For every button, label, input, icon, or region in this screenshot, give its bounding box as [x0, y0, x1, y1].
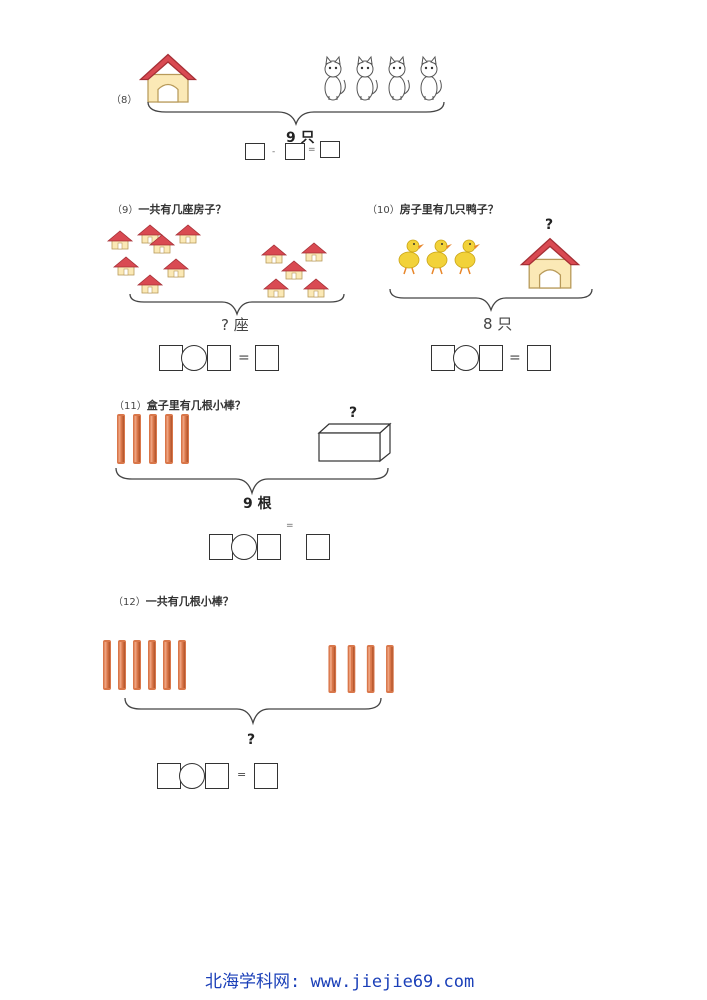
operator-circle[interactable]: [181, 345, 207, 371]
minus-sign: -: [272, 147, 276, 157]
answer-box[interactable]: [285, 143, 305, 160]
problem-12-question: 一共有几根小棒？: [145, 595, 234, 608]
cat-icon: [324, 56, 346, 101]
operator-circle[interactable]: [453, 345, 479, 371]
stick-icon: [366, 645, 375, 693]
answer-box[interactable]: [479, 345, 503, 371]
answer-box[interactable]: [245, 143, 265, 160]
equals-sign: =: [509, 350, 521, 366]
duck-icon: [454, 239, 481, 275]
house-icon: [107, 230, 133, 250]
answer-box[interactable]: [431, 345, 455, 371]
house-icon: [163, 258, 189, 278]
answer-box[interactable]: [209, 534, 233, 560]
problem-10-total: 8 只: [483, 315, 513, 333]
stick-icon: [117, 414, 125, 464]
cat-icon: [420, 56, 442, 101]
problem-8-total: 9 只: [286, 130, 315, 146]
answer-box[interactable]: [306, 534, 330, 560]
problem-10-mark: ?: [545, 217, 554, 233]
answer-box[interactable]: [159, 345, 183, 371]
answer-box[interactable]: [257, 534, 281, 560]
stick-icon: [386, 645, 394, 693]
operator-circle[interactable]: [179, 763, 205, 789]
house-icon: [281, 260, 307, 280]
footer-website[interactable]: 北海学科网: www.jiejie69.com: [205, 972, 475, 992]
house-icon: [301, 242, 327, 262]
stick-icon: [133, 640, 141, 690]
operator-circle[interactable]: [231, 534, 257, 560]
house-icon: [139, 53, 197, 103]
equals-sign: =: [237, 768, 247, 781]
house-icon: [520, 237, 580, 289]
stick-icon: [165, 414, 173, 464]
stick-icon: [133, 414, 141, 464]
problem-10-question: 房子里有几只鸭子？: [399, 203, 499, 216]
stick-icon: [103, 640, 111, 690]
houses-left-group: [107, 224, 201, 294]
house-icon: [113, 256, 139, 276]
answer-box[interactable]: [205, 763, 229, 789]
stick-icon: [347, 645, 356, 693]
brace: [389, 288, 593, 313]
answer-box[interactable]: [157, 763, 181, 789]
answer-box[interactable]: [207, 345, 231, 371]
stick-icon: [178, 640, 186, 690]
sticks-left-group: [103, 640, 186, 690]
stick-icon: [149, 414, 157, 464]
sticks-right-group: [328, 645, 394, 693]
stick-icon: [181, 414, 189, 464]
problem-10-label: （10）房子里有几只鸭子？: [367, 201, 499, 217]
answer-box[interactable]: [320, 141, 340, 158]
stick-icon: [328, 645, 337, 693]
duck-icon: [426, 239, 453, 275]
houses-right-group: [261, 242, 329, 298]
sticks-group: [117, 414, 189, 464]
answer-box[interactable]: [254, 763, 278, 789]
answer-box[interactable]: [527, 345, 551, 371]
cats-illustration: [324, 56, 442, 101]
problem-10-number: （10）: [367, 205, 400, 216]
problem-11-total: 9 根: [243, 496, 272, 512]
problem-11-question: 盒子里有几根小棒？: [146, 399, 246, 412]
duck-icon: [398, 239, 425, 275]
equals-sign: =: [286, 521, 294, 531]
problem-9-number: （9）: [112, 205, 139, 216]
stick-icon: [163, 640, 171, 690]
house-icon: [175, 224, 201, 244]
brace: [115, 467, 389, 496]
stick-icon: [148, 640, 156, 690]
problem-12-label: （12）一共有几根小棒？: [113, 593, 234, 609]
box-icon: [317, 422, 392, 463]
problem-11-mark: ?: [349, 405, 358, 421]
stick-icon: [118, 640, 126, 690]
ducks-illustration: [398, 239, 481, 275]
equals-sign: =: [308, 145, 316, 155]
problem-12-total: ?: [247, 732, 256, 748]
cat-icon: [356, 56, 378, 101]
house-icon: [137, 274, 163, 294]
house-icon: [261, 244, 287, 264]
brace: [124, 697, 382, 726]
problem-11-label: （11）盒子里有几根小棒？: [114, 397, 246, 413]
problem-12-number: （12）: [113, 597, 146, 608]
problem-11-number: （11）: [114, 401, 147, 412]
problem-8-number: （8）: [111, 95, 138, 106]
brace: [129, 293, 345, 317]
problem-9-label: （9）一共有几座房子？: [112, 201, 226, 217]
equals-sign: =: [238, 350, 250, 366]
problem-9-total: ? 座: [221, 316, 249, 334]
answer-box[interactable]: [255, 345, 279, 371]
problem-9-question: 一共有几座房子？: [138, 203, 227, 216]
cat-icon: [388, 56, 410, 101]
brace: [147, 101, 445, 127]
